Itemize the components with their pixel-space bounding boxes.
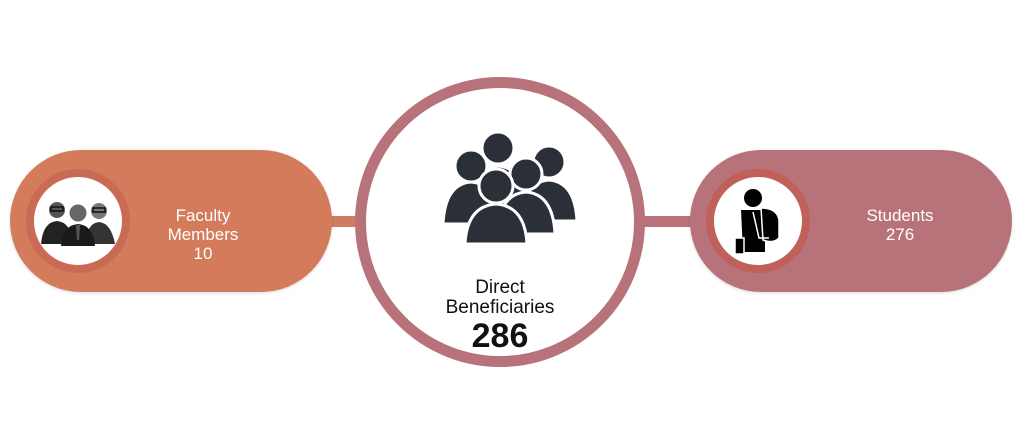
faculty-members-label: Faculty Members xyxy=(167,206,239,244)
right-connector xyxy=(640,216,692,227)
faculty-icon-circle xyxy=(26,169,130,273)
students-card: Students 276 xyxy=(690,150,1012,292)
center-label-line2: Beneficiaries xyxy=(445,297,555,318)
students-icon-circle xyxy=(706,169,810,273)
faculty-members-value: 10 xyxy=(193,244,213,263)
direct-beneficiaries-circle: Direct Beneficiaries 286 xyxy=(355,77,645,367)
center-value: 286 xyxy=(471,317,529,355)
center-label-line1: Direct xyxy=(475,277,525,298)
faculty-group-icon xyxy=(41,202,115,246)
students-value: 276 xyxy=(885,225,915,244)
people-group-icon xyxy=(441,130,579,246)
student-backpack-icon xyxy=(734,189,780,254)
left-connector xyxy=(330,216,360,227)
students-label: Students xyxy=(866,206,934,225)
faculty-members-card: Faculty Members 10 xyxy=(10,150,332,292)
